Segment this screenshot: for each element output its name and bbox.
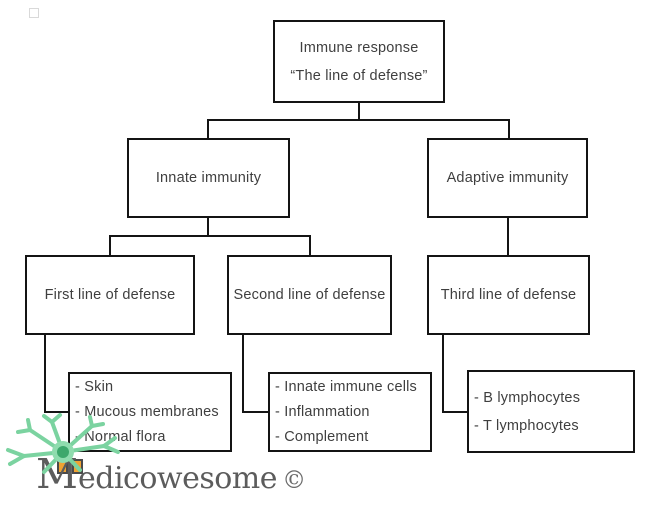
node-second-line-label: Second line of defense <box>233 287 386 303</box>
connector-row3-horizontal <box>109 235 311 237</box>
list-item: - Skin <box>75 379 114 395</box>
node-immune-response: Immune response “The line of defense” <box>273 20 445 103</box>
list-item: - Innate immune cells <box>275 379 418 395</box>
list-item: - Normal flora <box>75 429 166 445</box>
node-immune-response-subtitle: “The line of defense” <box>290 67 428 84</box>
list-item: - B lymphocytes <box>474 389 581 406</box>
connector-root-stub <box>358 101 360 121</box>
connector-first-elbow-horizontal <box>44 411 69 413</box>
node-first-line-label: First line of defense <box>44 287 176 303</box>
node-second-line: Second line of defense <box>227 255 392 335</box>
connector-second-elbow-horizontal <box>242 411 269 413</box>
connector-second-elbow-vertical <box>242 334 244 413</box>
connector-row2-horizontal <box>207 119 510 121</box>
list-item: - T lymphocytes <box>474 417 579 434</box>
list-item: - Inflammation <box>275 404 370 420</box>
connector-adaptive-third <box>507 217 509 256</box>
node-second-line-items: - Innate immune cells - Inflammation - C… <box>268 372 432 452</box>
node-innate-immunity: Innate immunity <box>127 138 290 218</box>
connector-third-elbow-vertical <box>442 334 444 413</box>
neuron-icon <box>6 413 120 474</box>
connector-adaptive-top <box>508 119 510 139</box>
node-adaptive-immunity: Adaptive immunity <box>427 138 588 218</box>
node-third-line-label: Third line of defense <box>440 287 577 303</box>
node-immune-response-title: Immune response <box>299 39 419 56</box>
list-item: - Complement <box>275 429 369 445</box>
node-innate-immunity-label: Innate immunity <box>155 170 262 186</box>
connector-third-elbow-horizontal <box>442 411 468 413</box>
tiny-square-artifact <box>29 8 39 18</box>
list-item: - Mucous membranes <box>75 404 219 420</box>
node-first-line-items: - Skin - Mucous membranes - Normal flora <box>68 372 232 452</box>
node-third-line-items: - B lymphocytes - T lymphocytes <box>467 370 635 453</box>
brand-rest: edicowesome <box>77 461 278 496</box>
connector-first-elbow-vertical <box>44 334 46 413</box>
node-third-line: Third line of defense <box>427 255 590 335</box>
copyright-mark: © <box>282 466 307 494</box>
connector-second-top <box>309 235 311 256</box>
node-adaptive-immunity-label: Adaptive immunity <box>446 170 569 186</box>
node-first-line: First line of defense <box>25 255 195 335</box>
connector-innate-bottom <box>207 217 209 237</box>
connector-innate-top <box>207 119 209 139</box>
connector-first-top <box>109 235 111 256</box>
logo: Medicowesome © <box>0 412 306 507</box>
brand-text: Medicowesome © <box>36 454 306 495</box>
